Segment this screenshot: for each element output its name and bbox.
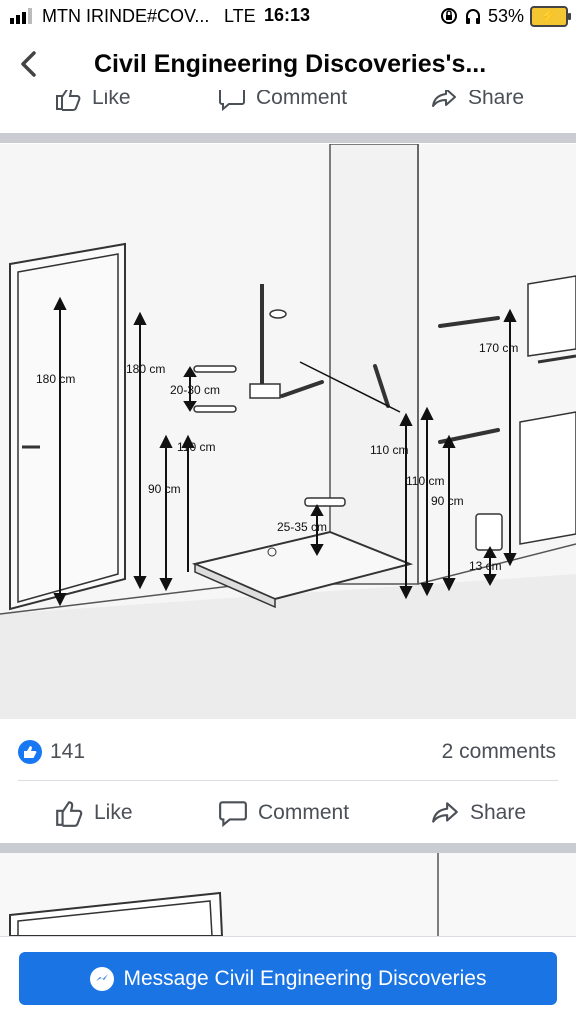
message-page-button[interactable]: Message Civil Engineering Discoveries	[19, 952, 557, 1005]
like-reaction-icon	[18, 740, 42, 764]
comment-icon	[219, 801, 247, 828]
thumbs-up-icon	[56, 90, 81, 111]
share-icon	[432, 802, 458, 823]
message-button-label: Message Civil Engineering Discoveries	[123, 966, 487, 990]
previous-post-actions: Like Comment Share	[0, 90, 576, 116]
clock: 16:13	[264, 5, 311, 25]
like-button[interactable]: Like	[54, 798, 133, 828]
battery-icon: ⚡	[530, 5, 571, 27]
post-actions: Like Comment Share	[0, 790, 576, 840]
network-type: LTE	[224, 6, 256, 26]
comment-icon	[219, 90, 245, 112]
prev-share-button[interactable]: Share	[430, 90, 524, 112]
label-bin-gap: 13 cm	[469, 559, 502, 573]
share-button[interactable]: Share	[430, 798, 526, 828]
like-count[interactable]: 141	[50, 740, 86, 763]
feed-divider	[0, 133, 576, 143]
feed-divider	[0, 843, 576, 853]
comment-button[interactable]: Comment	[218, 798, 349, 828]
page-header: Civil Engineering Discoveries's...	[0, 34, 576, 96]
prev-comment-label: Comment	[256, 90, 348, 109]
headphones-icon	[465, 9, 480, 24]
comment-count[interactable]: 2 comments	[441, 740, 556, 763]
comment-label: Comment	[258, 801, 350, 824]
chevron-left-icon	[21, 51, 36, 77]
prev-like-label: Like	[92, 90, 131, 109]
orientation-lock-icon	[440, 8, 457, 24]
label-grab-bar-low: 90 cm	[148, 482, 181, 496]
battery-percent: 53%	[487, 5, 524, 26]
back-button[interactable]	[8, 44, 48, 84]
page-title: Civil Engineering Discoveries's...	[94, 50, 487, 78]
status-bar: MTN IRINDE#COV... LTE 16:13 53% ⚡	[0, 0, 576, 34]
status-icons: 53% ⚡	[440, 4, 571, 28]
label-corner-bar-a: 110 cm	[370, 443, 408, 457]
bathroom-diagram: 180 cm 180 cm 20-30 cm 110 cm 90 cm 25-3…	[0, 144, 576, 719]
post-image[interactable]: 180 cm 180 cm 20-30 cm 110 cm 90 cm 25-3…	[0, 144, 576, 719]
bottom-bar: Message Civil Engineering Discoveries	[0, 936, 576, 1025]
label-corner-bar-b: 110 cm	[406, 474, 444, 488]
label-shelf-gap: 20-30 cm	[170, 383, 220, 397]
reactions-row: 141 2 comments	[0, 720, 576, 782]
prev-share-label: Share	[468, 90, 525, 109]
share-label: Share	[470, 801, 527, 824]
label-grab-bar-mid: 110 cm	[177, 440, 215, 454]
label-seat-height: 25-35 cm	[277, 520, 327, 534]
thumbs-up-icon	[56, 801, 83, 827]
carrier-name: MTN IRINDE#COV...	[42, 6, 210, 26]
stats-divider	[18, 780, 558, 781]
share-icon	[432, 90, 456, 107]
label-corner-bar-c: 90 cm	[431, 494, 464, 508]
prev-comment-button[interactable]: Comment	[218, 90, 347, 112]
label-mirror-height: 170 cm	[479, 341, 518, 355]
messenger-icon	[89, 966, 114, 991]
label-grab-bar-high: 180 cm	[126, 362, 165, 376]
next-post-diagram	[0, 853, 576, 936]
next-post-image[interactable]	[0, 853, 576, 936]
label-door-height: 180 cm	[36, 372, 75, 386]
prev-like-button[interactable]: Like	[54, 90, 131, 112]
like-label: Like	[94, 801, 133, 824]
signal-icon	[10, 8, 32, 24]
